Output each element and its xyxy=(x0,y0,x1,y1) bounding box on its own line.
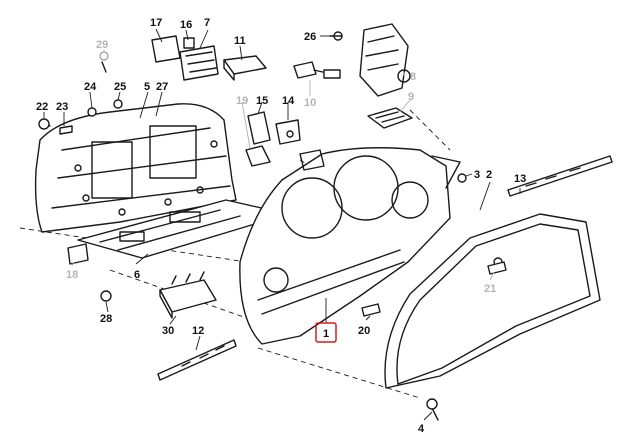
small-board-part[interactable] xyxy=(367,107,413,129)
callout-10[interactable]: 10 xyxy=(304,97,316,109)
callout-18[interactable]: 18 xyxy=(66,269,78,281)
callout-25[interactable]: 25 xyxy=(114,81,126,93)
callout-24[interactable]: 24 xyxy=(84,81,97,93)
callout-labels: 17 16 7 11 26 8 9 29 24 25 5 27 22 23 19… xyxy=(36,17,526,435)
callout-14[interactable]: 14 xyxy=(282,95,295,107)
lower-board-part[interactable] xyxy=(77,199,289,259)
callout-3[interactable]: 3 xyxy=(474,169,480,181)
callout-13[interactable]: 13 xyxy=(514,173,526,185)
circuit-board-part[interactable] xyxy=(34,103,237,233)
callout-29[interactable]: 29 xyxy=(96,39,108,51)
small-fasteners[interactable] xyxy=(38,31,507,421)
connector-block-part[interactable] xyxy=(151,35,219,81)
callout-17[interactable]: 17 xyxy=(150,17,162,29)
callout-27[interactable]: 27 xyxy=(156,81,168,93)
callout-26[interactable]: 26 xyxy=(304,31,316,43)
callout-30[interactable]: 30 xyxy=(162,325,174,337)
callout-20[interactable]: 20 xyxy=(358,325,370,337)
socket-block-part[interactable] xyxy=(159,271,217,319)
gauge-unit-part[interactable] xyxy=(359,23,411,97)
callout-19[interactable]: 19 xyxy=(236,95,248,107)
label-strip-part[interactable] xyxy=(507,155,613,197)
callout-11[interactable]: 11 xyxy=(234,35,246,47)
callout-21[interactable]: 21 xyxy=(484,283,496,295)
callout-1[interactable]: 1 xyxy=(323,328,329,340)
indicator-strip-part[interactable] xyxy=(157,339,237,381)
callout-9[interactable]: 9 xyxy=(408,91,414,103)
callout-7[interactable]: 7 xyxy=(204,17,210,29)
bracket-parts[interactable] xyxy=(245,111,301,167)
callout-22[interactable]: 22 xyxy=(36,101,48,113)
callout-28[interactable]: 28 xyxy=(100,313,112,325)
leader-lines xyxy=(43,28,521,421)
callout-8[interactable]: 8 xyxy=(410,71,416,83)
callout-15[interactable]: 15 xyxy=(256,95,268,107)
callout-23[interactable]: 23 xyxy=(56,101,68,113)
callout-5[interactable]: 5 xyxy=(144,81,150,93)
callout-16[interactable]: 16 xyxy=(180,19,192,31)
instrument-housing-part[interactable] xyxy=(239,147,461,345)
highlight-box-part-1 xyxy=(315,322,337,343)
callout-12[interactable]: 12 xyxy=(192,325,204,337)
callout-6[interactable]: 6 xyxy=(134,269,140,281)
relay-part[interactable] xyxy=(223,55,267,81)
trip-reset-knob-part[interactable] xyxy=(293,61,341,79)
callout-4[interactable]: 4 xyxy=(418,423,425,435)
callout-2[interactable]: 2 xyxy=(486,169,492,181)
